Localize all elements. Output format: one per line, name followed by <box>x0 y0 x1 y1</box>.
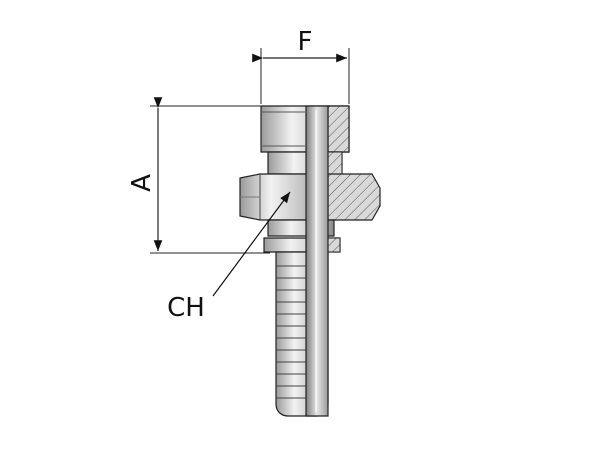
dimension-a: A <box>127 97 270 254</box>
nut-section <box>327 105 350 153</box>
fitting-body <box>239 105 381 417</box>
callout-ch: CH <box>167 191 291 323</box>
label-a: A <box>127 174 157 192</box>
callout-leader <box>212 191 291 297</box>
label-ch: CH <box>167 293 205 323</box>
dimension-f: F <box>252 27 350 104</box>
collar-section <box>327 237 341 253</box>
bore <box>305 105 329 417</box>
neck-section <box>327 151 343 175</box>
hex-section <box>327 173 381 221</box>
label-f: F <box>298 27 313 57</box>
